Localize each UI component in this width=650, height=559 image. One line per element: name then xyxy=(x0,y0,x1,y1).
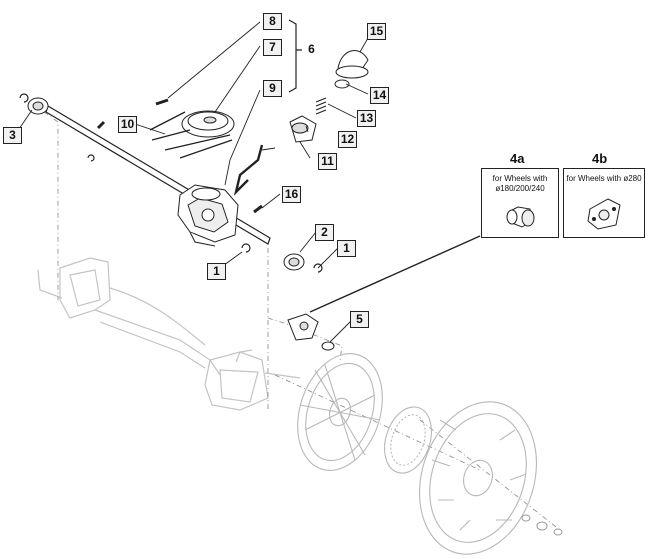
group-bracket xyxy=(288,19,302,93)
callout-15: 15 xyxy=(367,23,386,40)
bearing-3 xyxy=(27,97,49,115)
chassis-ghost xyxy=(37,257,301,411)
washer-5 xyxy=(321,341,335,351)
callout-8: 8 xyxy=(263,13,282,30)
pin xyxy=(253,204,263,214)
inset-4b-box: for Wheels with ø280 xyxy=(563,168,645,238)
clip xyxy=(87,154,95,162)
pin xyxy=(155,98,169,106)
callout-13: 13 xyxy=(357,110,376,127)
inset-4a-box: for Wheels with ø180/200/240 xyxy=(481,168,559,238)
clip xyxy=(19,93,29,103)
callout-5: 5 xyxy=(350,311,369,328)
spring-13 xyxy=(315,97,327,115)
pulley-belt xyxy=(149,110,235,159)
spring-clip xyxy=(233,144,264,196)
callout-12: 12 xyxy=(338,131,357,148)
inset-4b-title: 4b xyxy=(592,151,608,166)
wheel-hardware xyxy=(521,514,563,536)
wheel-ghost xyxy=(418,401,538,555)
callout-6: 6 xyxy=(308,42,315,56)
callout-10: 10 xyxy=(118,116,137,133)
callout-1-right: 1 xyxy=(337,240,356,257)
callout-9: 9 xyxy=(263,80,282,97)
inset-4b-part-icon xyxy=(587,198,621,230)
callout-11: 11 xyxy=(318,153,337,170)
bushing-12 xyxy=(289,115,317,143)
wheel-hub-cover-ghost xyxy=(297,353,383,471)
washer-14 xyxy=(334,79,350,89)
callout-3: 3 xyxy=(3,127,22,144)
gear-ring-ghost xyxy=(384,406,432,474)
inset-4a-title: 4a xyxy=(510,151,525,166)
pinion-4 xyxy=(287,313,319,341)
callout-7: 7 xyxy=(263,39,282,56)
bearing-2 xyxy=(283,253,305,271)
inset-4a-caption-1: for Wheels with xyxy=(492,174,548,183)
clip xyxy=(241,243,251,253)
inset-4a-caption-2: ø180/200/240 xyxy=(495,184,545,193)
callout-16: 16 xyxy=(282,186,301,203)
leader-lines xyxy=(16,21,481,343)
inset-4a-part-icon xyxy=(506,206,535,228)
pin xyxy=(96,120,106,130)
callout-2: 2 xyxy=(315,224,334,241)
callout-1-left: 1 xyxy=(207,263,226,280)
cap-15 xyxy=(335,50,369,79)
gearbox xyxy=(177,184,239,247)
callout-14: 14 xyxy=(370,87,389,104)
inset-4b-caption-1: for Wheels with ø280 xyxy=(566,174,642,183)
